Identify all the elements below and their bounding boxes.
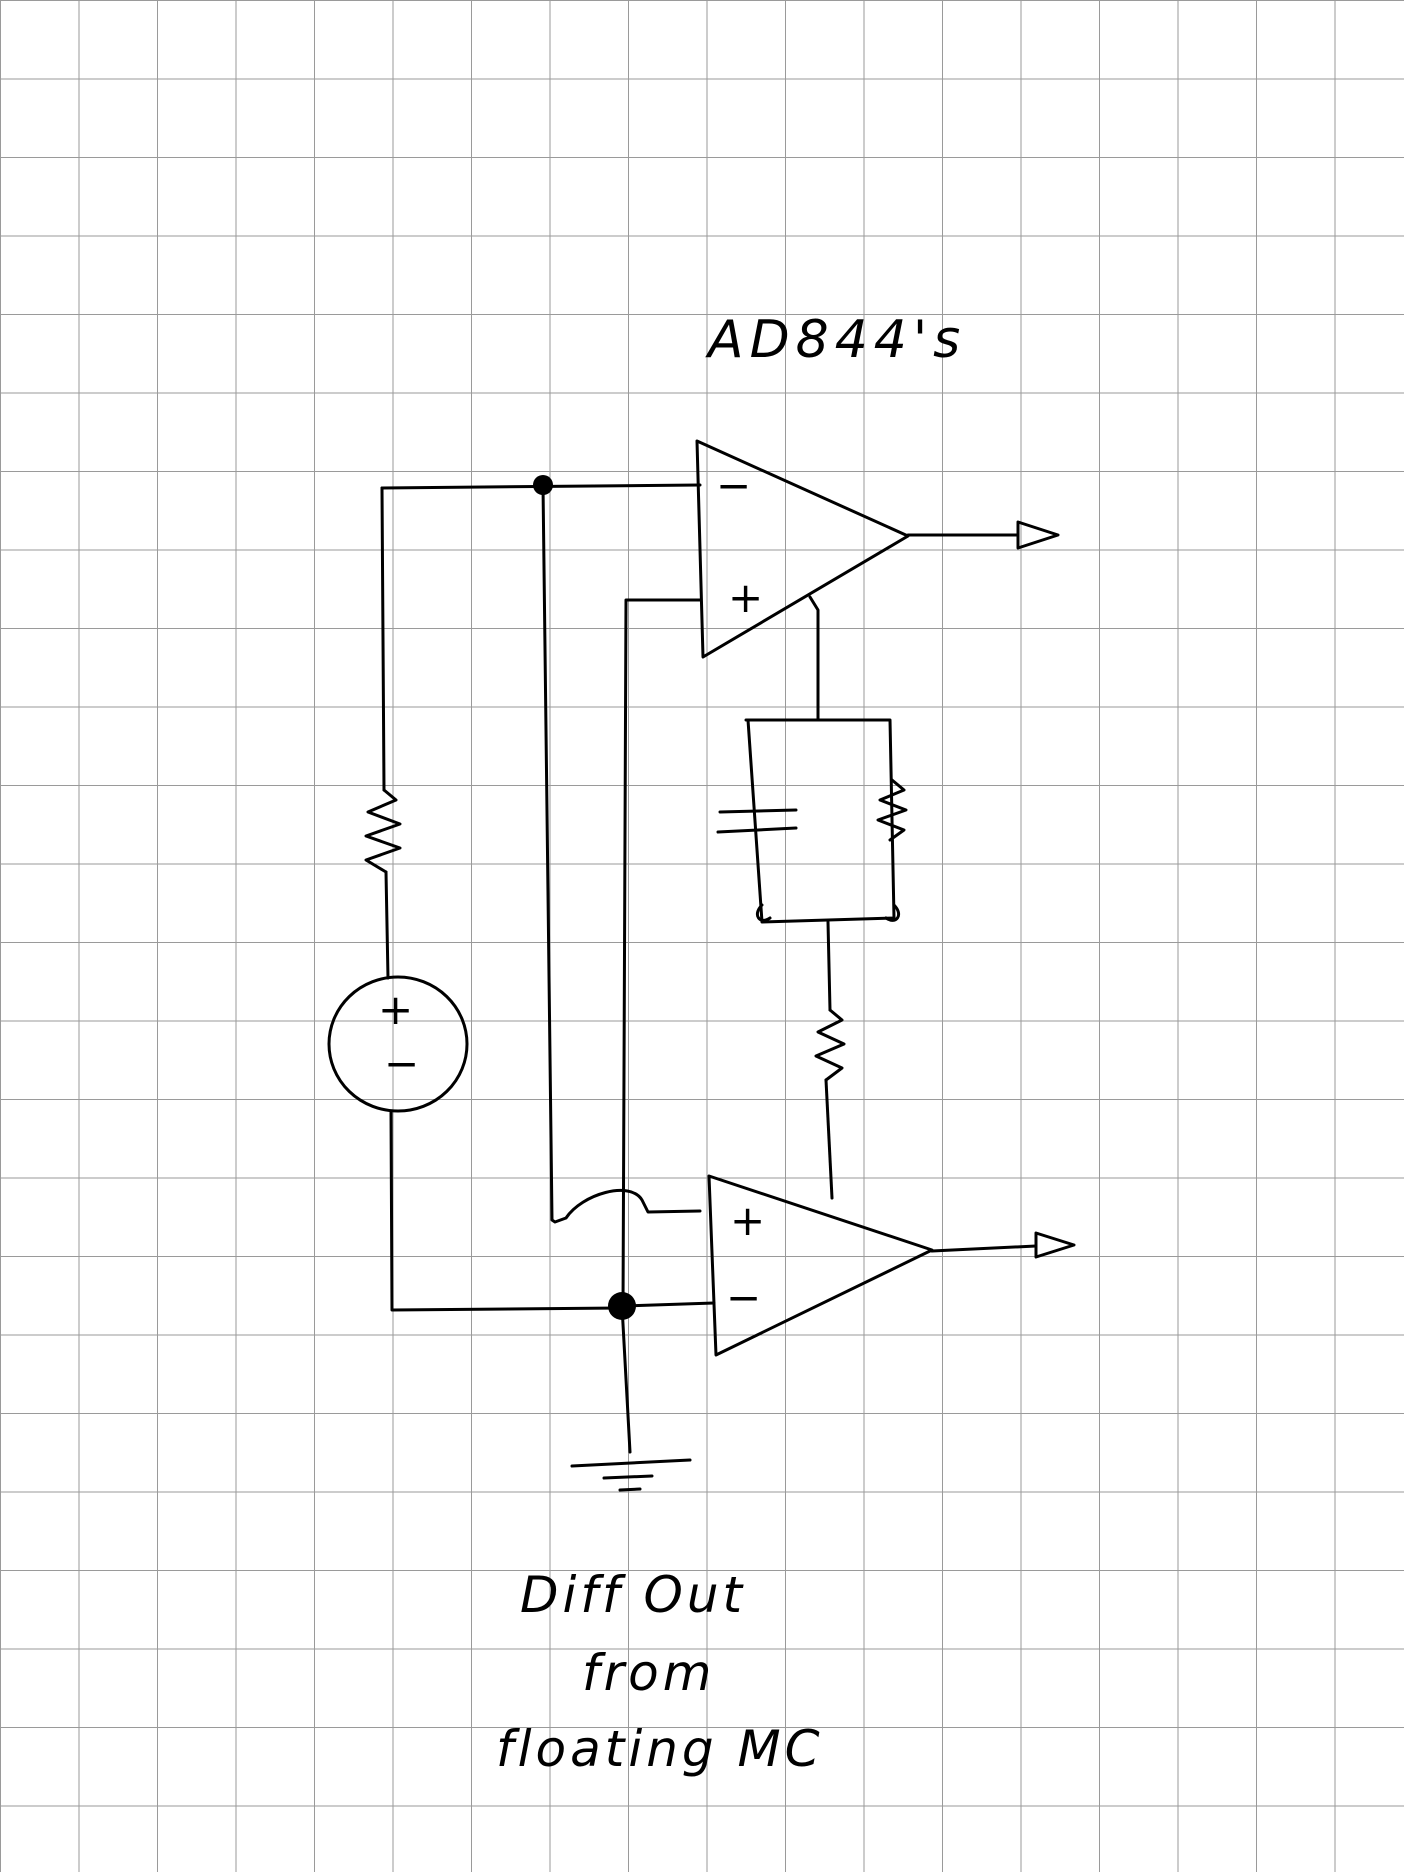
top-opamp-plus-sign: +: [728, 573, 763, 622]
source-minus-sign: −: [384, 1039, 419, 1088]
cross-wire-to-bottom-plus: [541, 483, 702, 1224]
top-output: [906, 520, 1060, 550]
feedback-wire-middle: [826, 920, 832, 1012]
source-plus-sign: +: [378, 985, 413, 1034]
bottom-opamp-plus-sign: +: [730, 1196, 765, 1245]
voltage-source: + −: [327, 975, 469, 1113]
bottom-minus-input-wire: [620, 1301, 716, 1308]
bottom-opamp-body: [707, 1174, 934, 1357]
top-opamp-body: [695, 439, 910, 659]
top-opamp-minus-sign: −: [716, 461, 751, 510]
cross-wire-to-ground: [621, 598, 702, 1310]
rc-network-frame: [744, 718, 896, 924]
bottom-output-wire: [930, 1244, 1038, 1253]
caption-line-2: from: [582, 1644, 715, 1702]
feedback-resistor-parallel: [876, 778, 908, 842]
voltage-source-circle: [327, 975, 469, 1113]
ground-wire: [620, 1304, 632, 1454]
left-wire-middle: [384, 870, 390, 980]
left-wire-upper: [380, 486, 386, 792]
feedback-capacitor: [716, 808, 798, 834]
caption-line-3: floating MC: [496, 1720, 824, 1778]
source-return-wire: [389, 1109, 622, 1312]
top-output-arrow-icon: [1016, 520, 1060, 550]
feedback-wire-lower: [824, 1078, 834, 1200]
bottom-output-arrow-icon: [1034, 1231, 1076, 1259]
bottom-opamp-minus-sign: −: [726, 1273, 761, 1322]
caption-line-1: Diff Out: [520, 1566, 746, 1624]
bottom-output: [930, 1231, 1076, 1259]
bottom-opamp: + −: [707, 1174, 934, 1357]
feedback-resistor-series: [814, 1008, 846, 1082]
feedback-wire-upper: [808, 595, 820, 722]
top-opamp: − +: [695, 439, 910, 659]
part-label: AD844's: [705, 310, 966, 370]
left-resistor: [364, 788, 402, 874]
ground-icon: [570, 1458, 692, 1492]
